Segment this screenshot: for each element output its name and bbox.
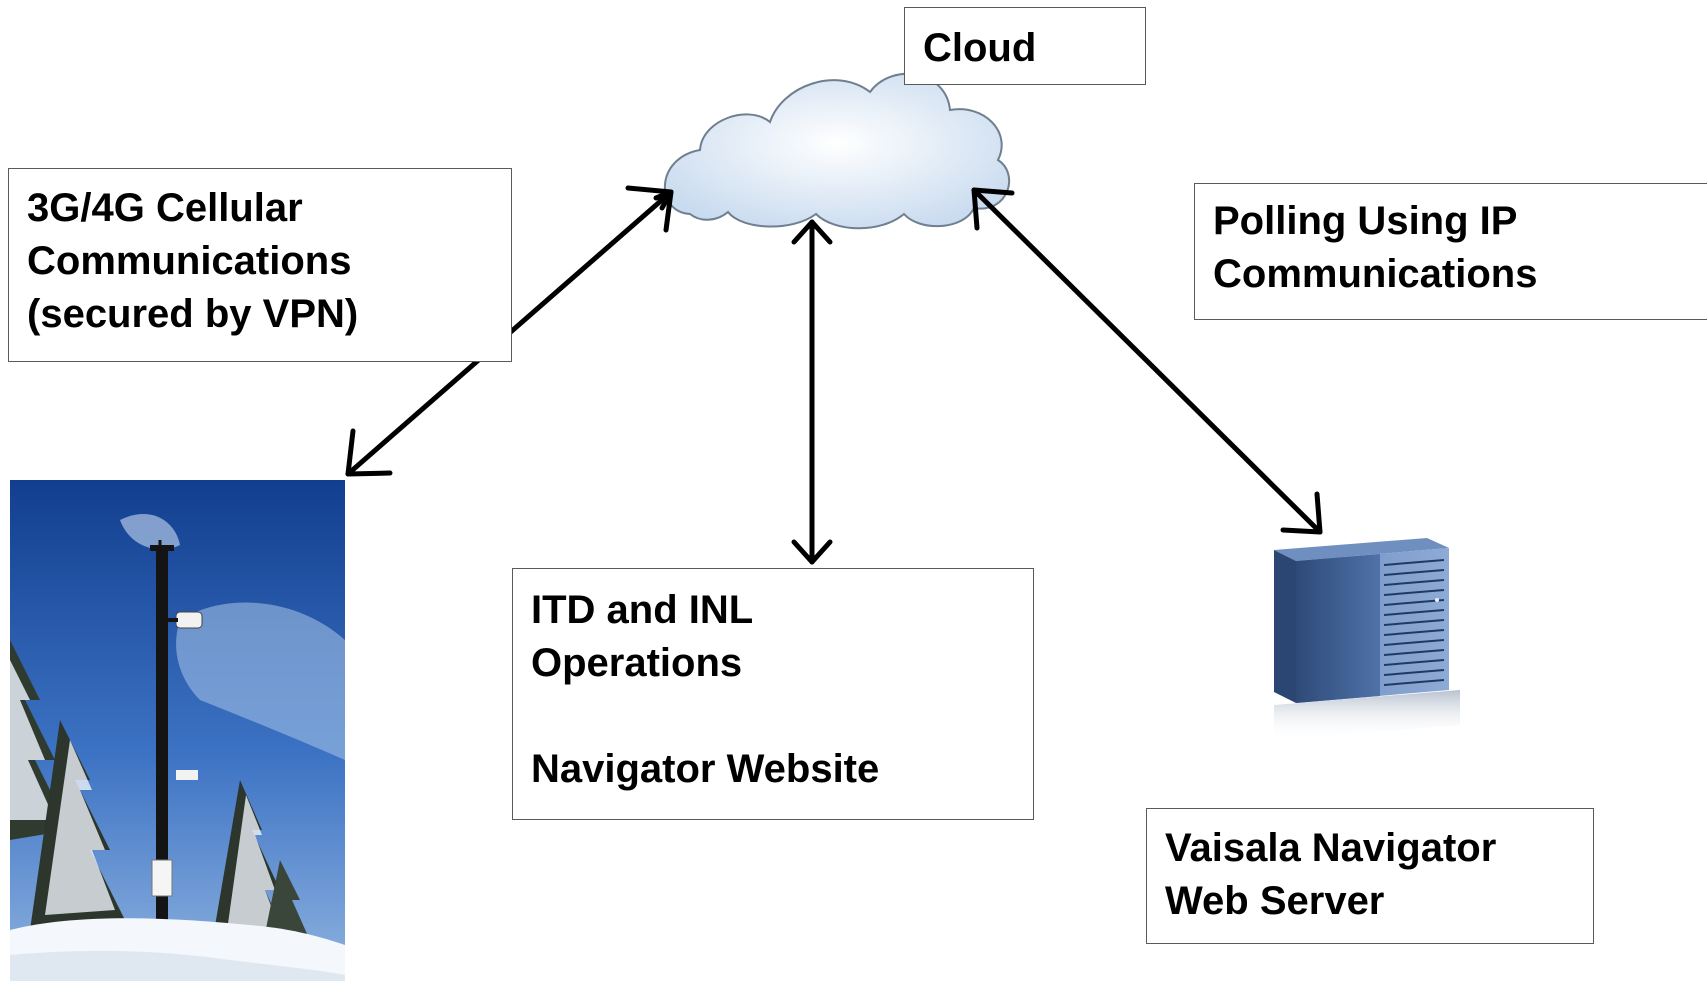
server-label-line-2: Web Server (1165, 879, 1385, 924)
cellular-label-line-2: Communications (27, 239, 352, 284)
server-label-box: Vaisala Navigator Web Server (1146, 808, 1594, 944)
cellular-label-line-3: (secured by VPN) (27, 292, 359, 337)
cloud-icon (664, 72, 1011, 230)
polling-label-box: Polling Using IP Communications (1194, 183, 1707, 320)
cloud-label-box: Cloud (904, 7, 1146, 85)
operations-label-line-1: ITD and INL (531, 588, 754, 632)
arrow-polling-link (971, 187, 1323, 535)
operations-label-line-3: Navigator Website (531, 747, 880, 792)
operations-label-spacer (531, 690, 1015, 743)
cloud-label: Cloud (923, 26, 1037, 70)
arrow-operations-link (791, 219, 833, 565)
operations-label-line-2: Operations (531, 641, 743, 686)
polling-label-line-2: Communications (1213, 252, 1538, 297)
polling-label-line-1: Polling Using IP (1213, 199, 1518, 243)
operations-label-box: ITD and INL Operations Navigator Website (512, 568, 1034, 820)
cellular-communications-label-box: 3G/4G Cellular Communications (secured b… (8, 168, 512, 362)
server-label-line-1: Vaisala Navigator (1165, 826, 1497, 870)
cellular-label-line-1: 3G/4G Cellular (27, 186, 303, 230)
server-tower-icon (1274, 538, 1460, 740)
weather-station-photo (10, 480, 345, 981)
